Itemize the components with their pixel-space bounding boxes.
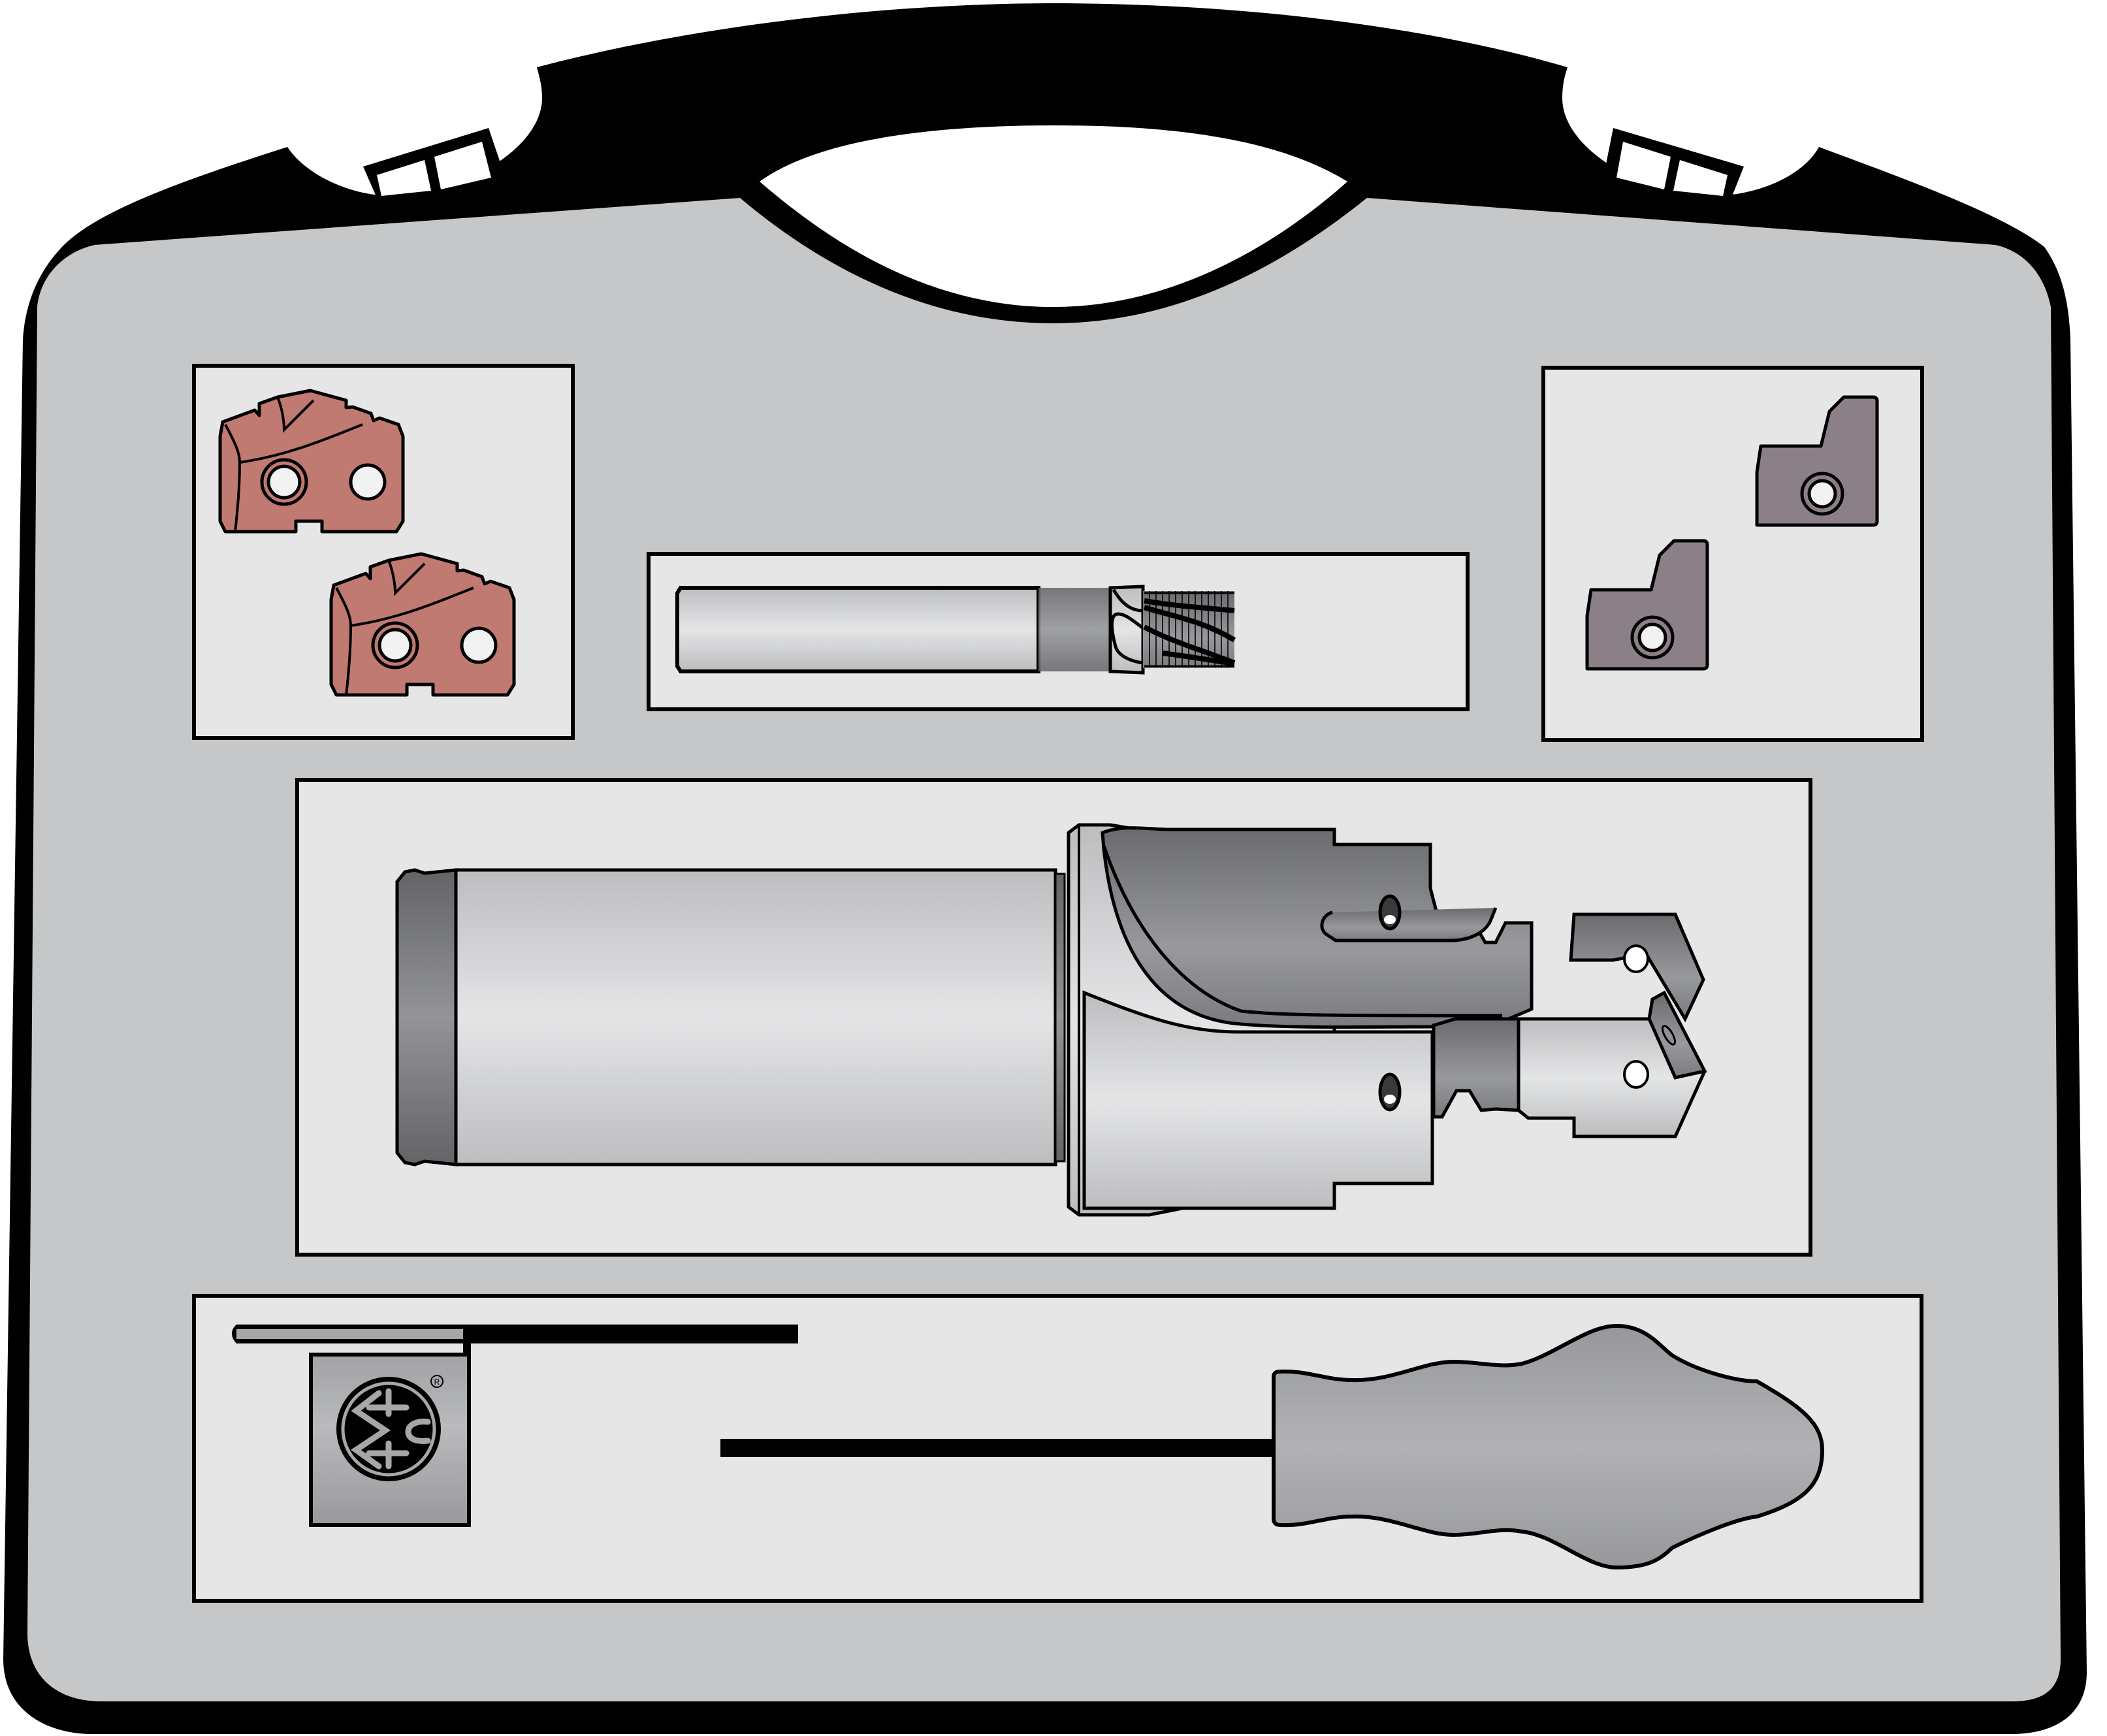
drill-shank-body [454, 868, 1057, 1166]
label-tools: Hex key and screwdriver [0, 0, 8, 1]
carry-handle[interactable] [760, 125, 1347, 307]
spade-insert-1[interactable] [218, 389, 405, 534]
compartment-spade-inserts[interactable] [192, 364, 575, 740]
left-latch[interactable] [363, 128, 507, 202]
spade-insert-2[interactable] [329, 552, 516, 697]
logo-plate: AMEC R [309, 1326, 471, 1527]
thread-mill-cutter[interactable] [675, 585, 1236, 675]
drill-insert-upper [1569, 912, 1705, 1023]
compartment-thread-mill[interactable] [647, 552, 1470, 711]
carbide-insert-1[interactable] [1755, 395, 1879, 527]
svg-text:R: R [434, 1377, 440, 1387]
carbide-insert-2[interactable] [1585, 539, 1709, 671]
compartment-tools[interactable]: AMEC R [192, 1294, 1923, 1603]
drill-screw-hole-lower [1378, 1072, 1402, 1112]
insert-drill-holder[interactable] [395, 823, 1707, 1217]
compartment-labels: Spade drill inserts Thread mill cutter I… [0, 0, 8, 1]
drill-flute-upper [1101, 826, 1534, 1029]
registered-mark-icon [430, 1375, 443, 1388]
compartment-carbide-inserts[interactable] [1541, 366, 1924, 742]
compartment-drill-holder[interactable] [295, 778, 1812, 1257]
drill-shank [395, 868, 458, 1166]
right-latch[interactable] [1600, 128, 1744, 202]
thread-teeth [1149, 591, 1229, 667]
screwdriver-shaft [720, 1439, 1276, 1457]
screwdriver-handle[interactable] [1272, 1323, 1825, 1570]
